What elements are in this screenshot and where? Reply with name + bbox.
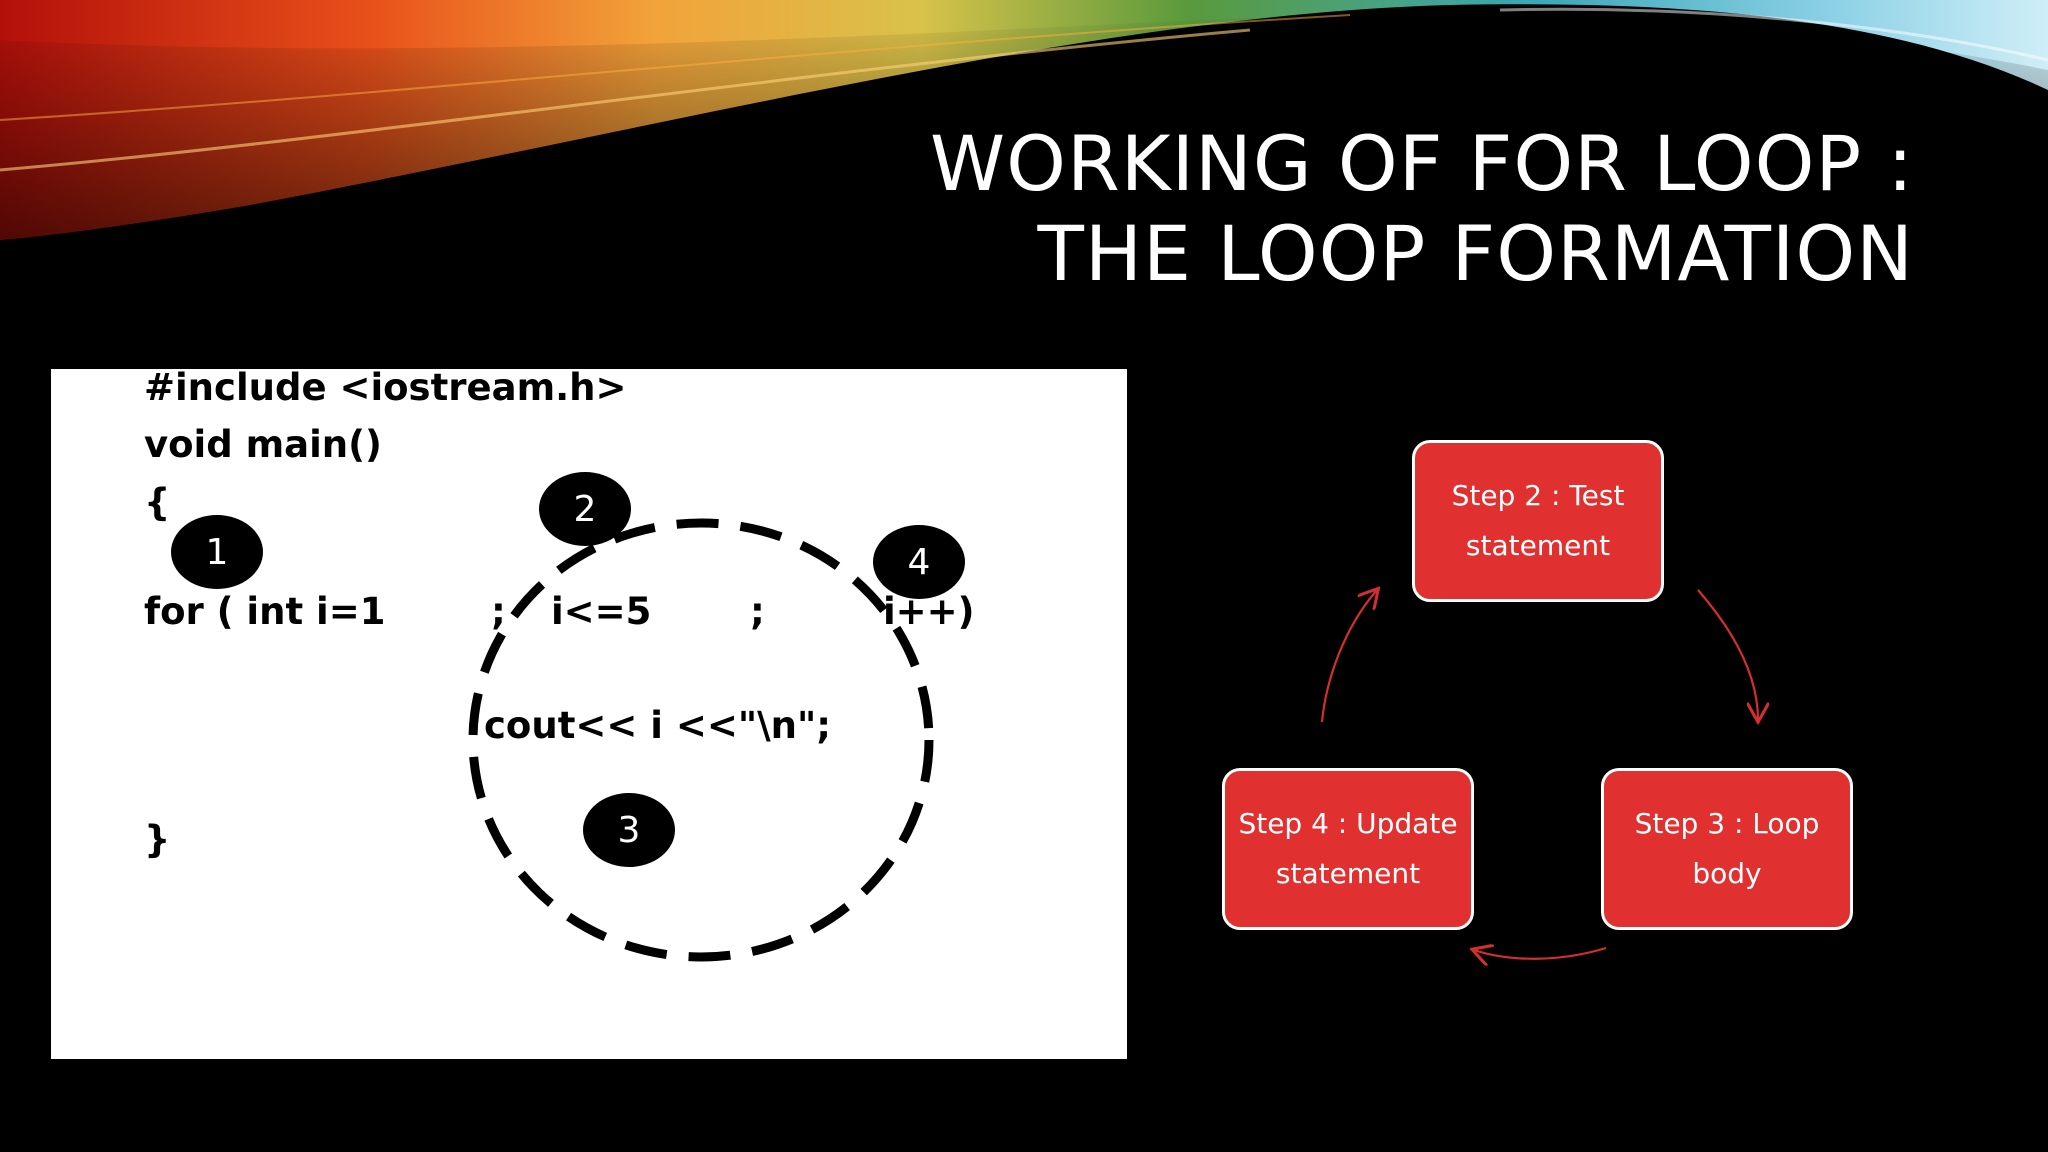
code-increment: i++) <box>883 590 975 633</box>
code-line-include: #include <iostream.h> <box>144 366 627 409</box>
arrow-test-to-body <box>1697 589 1758 720</box>
marker-1: 1 <box>171 515 263 589</box>
code-close-brace: } <box>144 818 171 861</box>
marker-4: 4 <box>873 525 965 599</box>
code-open-brace: { <box>144 481 171 524</box>
code-loop-body: cout<< i <<"\n"; <box>484 704 832 747</box>
loop-dashed-circle <box>468 518 934 962</box>
step-3-loop-body: Step 3 : Loop body <box>1601 768 1853 930</box>
marker-3: 3 <box>583 793 675 867</box>
slide-title-line-2: THE LOOP FORMATION <box>1037 209 1914 298</box>
step-2-test-statement: Step 2 : Test statement <box>1412 440 1664 602</box>
marker-2: 2 <box>539 472 631 546</box>
arrow-body-to-update <box>1474 948 1607 959</box>
code-semicolon-2: ; <box>750 590 765 633</box>
arrow-update-to-test <box>1320 590 1377 723</box>
code-panel: #include <iostream.h> void main() { for … <box>51 369 1127 1059</box>
code-for-start: for ( int i=1 <box>144 590 386 633</box>
code-semicolon-1: ; <box>491 590 506 633</box>
rainbow-swoosh-decoration <box>0 0 2048 241</box>
code-line-main: void main() <box>144 423 382 466</box>
code-condition: i<=5 <box>551 590 652 633</box>
step-4-update-statement: Step 4 : Update statement <box>1222 768 1474 930</box>
slide-title-line-1: WORKING OF FOR LOOP : <box>930 119 1914 208</box>
